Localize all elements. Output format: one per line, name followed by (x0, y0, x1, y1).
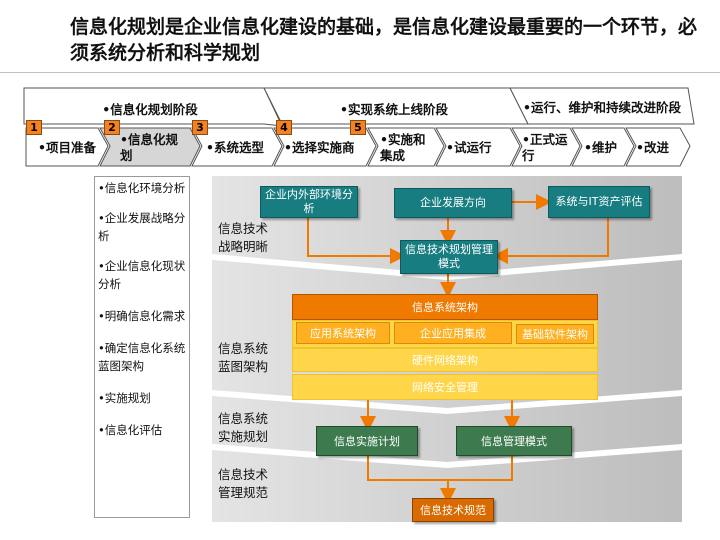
step-chevron-4 (273, 127, 377, 167)
box-net-security: 网络安全管理 (292, 374, 598, 400)
task-item: •确定信息化系统蓝图架构 (98, 341, 186, 373)
step-chevron-2 (99, 127, 201, 167)
step-label-6: •试运行 (446, 140, 492, 155)
title-divider (0, 72, 720, 73)
step-chevron-1 (25, 127, 109, 167)
box-base-software: 基础软件架构 (516, 324, 594, 344)
step-label-7: •正式运行 (522, 132, 568, 163)
step-label-2: •信息化规划 (120, 132, 178, 163)
box-env-analysis: 企业内外部环境分析 (260, 186, 358, 218)
task-item: •企业发展战略分析 (98, 211, 186, 243)
box-app-integration: 企业应用集成 (394, 322, 512, 344)
page-title: 信息化规划是企业信息化建设的基础，是信息化建设最重要的一个环节，必须系统分析和科… (70, 16, 698, 64)
task-item: •实施规划 (98, 391, 151, 405)
arrow-mgmt-to-standard (448, 456, 513, 481)
band-label-implementation: 信息系统实施规划 (218, 411, 269, 444)
box-it-standard: 信息技术规范 (412, 498, 494, 522)
step-chevron-3 (191, 127, 283, 167)
phase-label-operation: •运行、维护和持续改进阶段 (523, 99, 681, 115)
box-hw-network: 硬件网络架构 (292, 348, 598, 372)
task-list: •信息化环境分析 •企业发展战略分析 •企业信息化现状分析 •明确信息化需求 •… (94, 176, 190, 518)
step-chevron-8 (571, 127, 635, 167)
step-number-4: 4 (276, 120, 292, 135)
band-label-strategy: 信息技术战略明晰 (218, 221, 269, 254)
step-label-8: •维护 (584, 140, 617, 155)
step-label-4: •选择实施商 (284, 140, 355, 155)
task-item: •企业信息化现状分析 (98, 259, 186, 291)
arrow-env-to-plan (307, 216, 406, 264)
step-label-5: •实施和集成 (380, 132, 426, 163)
step-number-3: 3 (192, 120, 208, 135)
step-label-3: •系统选型 (206, 140, 264, 155)
step-chevron-6 (435, 127, 521, 167)
step-number-5: 5 (350, 120, 366, 135)
box-architecture: 信息系统架构 (292, 294, 598, 320)
arrow-impl-to-standard (367, 456, 456, 504)
box-impl-plan: 信息实施计划 (316, 426, 418, 456)
box-app-arch: 应用系统架构 (296, 322, 390, 344)
box-mgmt-mode: 信息管理模式 (456, 426, 572, 456)
step-label-1: •项目准备 (38, 140, 96, 155)
task-item: •信息化评估 (98, 423, 163, 437)
step-chevron-7 (511, 127, 581, 167)
box-it-assessment: 系统与IT资产评估 (548, 186, 650, 218)
step-label-9: •改进 (636, 140, 669, 155)
arrow-assessment-to-plan (492, 216, 609, 264)
phase-label-implementation: •实现系统上线阶段 (340, 101, 448, 117)
box-it-plan-mode: 信息技术规划管理模式 (400, 240, 498, 274)
step-chevron-9 (625, 127, 691, 167)
phase-chevron-1 (23, 87, 283, 127)
band-label-blueprint: 信息系统蓝图架构 (218, 341, 269, 374)
task-item: •明确信息化需求 (98, 309, 186, 323)
step-chevron-5 (367, 127, 445, 167)
phase-chevron-3 (509, 87, 695, 125)
box-dev-direction: 企业发展方向 (394, 188, 512, 218)
step-number-2: 2 (104, 120, 120, 135)
task-item: •信息化环境分析 (98, 181, 186, 195)
phase-chevrons (23, 87, 695, 167)
phase-label-planning: •信息化规划阶段 (102, 101, 198, 117)
band-label-management: 信息技术管理规范 (218, 467, 269, 500)
step-number-1: 1 (26, 120, 42, 135)
